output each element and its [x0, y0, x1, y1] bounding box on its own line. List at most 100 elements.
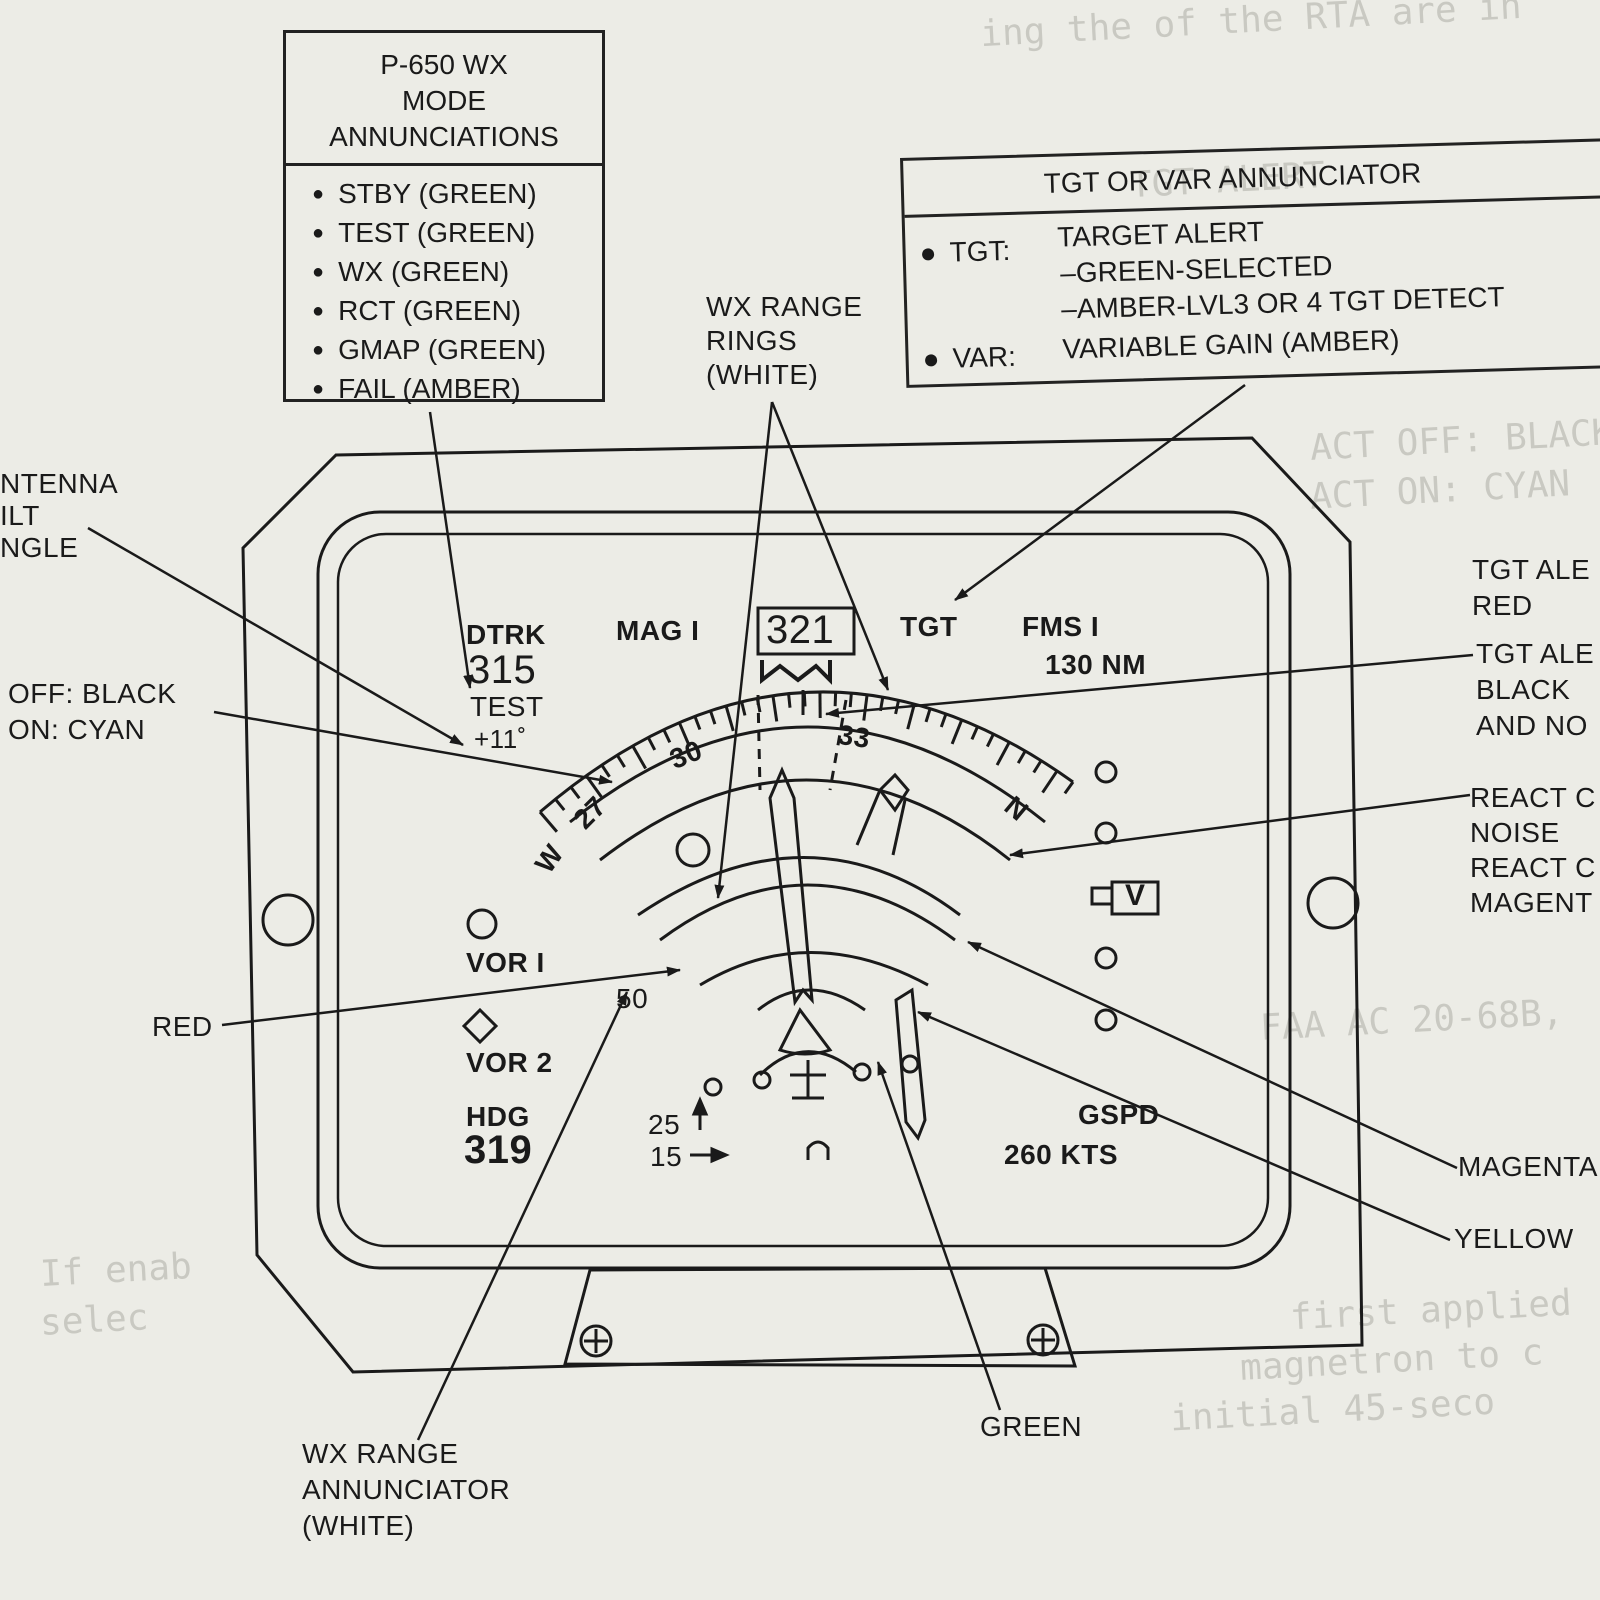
compass-tick [600, 764, 611, 778]
bearing-circle [675, 832, 711, 868]
compass-tick [724, 705, 735, 732]
leader-tgt [954, 383, 1246, 602]
compass-tick [1016, 750, 1027, 764]
callout-magenta: MAGENTA [1458, 1151, 1598, 1182]
compass-tick [906, 703, 916, 730]
leader-range-annunciator [416, 991, 629, 1441]
compass-tick [740, 701, 747, 716]
tgt-key: TGT: [949, 234, 1011, 268]
mode-item-wx: WX (GREEN) [312, 254, 602, 293]
alt-up-arrow-icon [691, 1096, 709, 1116]
compass-tick [538, 811, 559, 833]
leader-tilt [87, 526, 464, 747]
vor2-diamond-icon [461, 1007, 499, 1045]
compass-tick [771, 695, 779, 722]
hdg-value: 319 [464, 1128, 533, 1172]
callout-range-rings: WX RANGE RINGS (WHITE) [706, 291, 863, 390]
compass-tick [677, 722, 691, 748]
alt-right-arrow-icon [710, 1146, 730, 1164]
tgt-readout: TGT [900, 611, 958, 642]
compass-tick [662, 729, 672, 744]
right-dot-2 [1094, 821, 1118, 845]
heading-box-value: 321 [766, 608, 835, 652]
compass-tick [995, 741, 1011, 766]
compass-tick [693, 715, 702, 731]
compass-tick [631, 745, 647, 770]
bottom-tab [563, 1266, 1078, 1368]
mode-readout: TEST [470, 691, 544, 722]
leader-yellow [917, 1010, 1451, 1242]
compass-tick [615, 754, 626, 768]
callout-tgt-alert-red: TGT ALE RED [1472, 554, 1591, 621]
compass-tick [1041, 770, 1059, 794]
callout-off-on: OFF: BLACK ON: CYAN [8, 678, 177, 745]
callout-yellow: YELLOW [1454, 1223, 1574, 1254]
right-mount-hole [1306, 876, 1360, 930]
compass-tick [985, 733, 995, 748]
compass-tick [585, 774, 603, 798]
range-nm-readout: 130 NM [1045, 649, 1147, 680]
var-letter: V [1125, 879, 1146, 912]
vor1-label: VOR I [466, 947, 545, 978]
heading-box-frame [756, 606, 856, 656]
range-ring-3 [637, 856, 961, 917]
callout-react: REACT C NOISE REACT C MAGENT [1470, 782, 1596, 918]
leader-tgt-black [825, 653, 1474, 718]
var-lamp [1090, 886, 1114, 906]
fms-readout: FMS I [1022, 611, 1100, 642]
mag-readout: MAG I [616, 615, 700, 646]
compass-tick [1063, 781, 1075, 795]
range-ring-2 [599, 778, 1011, 862]
left-screw-icon [579, 1324, 613, 1358]
range-ring-5 [699, 951, 929, 987]
dtrk-value: 315 [468, 648, 537, 692]
callout-tgt-alert-black: TGT ALE BLACK AND NO [1476, 638, 1595, 741]
bezel-outline [241, 436, 1364, 1374]
screen-frame [336, 532, 1270, 1248]
callout-red: RED [152, 1011, 213, 1042]
leader-react [1009, 793, 1471, 859]
small-arch-icon [806, 1140, 830, 1160]
compass-tick [1032, 759, 1043, 774]
compass-arc [539, 690, 1074, 814]
leader-red [221, 966, 681, 1027]
mode-item-gmap: GMAP (GREEN) [312, 332, 602, 371]
mode-item-fail: FAIL (AMBER) [312, 371, 602, 410]
compass-tick [833, 692, 838, 707]
compass-tick [787, 693, 792, 708]
compass-tick [569, 786, 581, 800]
leader-off-on [213, 710, 613, 785]
right-screw-icon [1026, 1323, 1060, 1357]
heading-bug [760, 660, 832, 685]
leader-mode [428, 411, 474, 689]
var-key: VAR: [952, 340, 1017, 374]
compass-tick [554, 798, 566, 812]
compass-33: 33 [836, 718, 873, 755]
var-box [1110, 880, 1160, 916]
compass-tick [646, 736, 657, 751]
dot-left [752, 1070, 772, 1090]
dashed-track-left [756, 694, 762, 791]
alt-top: 25 [648, 1109, 681, 1140]
mode-item-stby: STBY (GREEN) [312, 176, 602, 215]
right-dot-4 [1094, 1008, 1118, 1032]
compass-ticks [538, 691, 1075, 833]
callout-range-annunciator: WX RANGE ANNUNCIATOR (WHITE) [302, 1438, 511, 1541]
aircraft-arc [758, 1050, 857, 1077]
compass-tick [939, 713, 948, 728]
compass-tick [924, 708, 932, 723]
course-arrow [768, 766, 814, 1007]
mode-annunciations-box: P-650 WX MODE ANNUNCIATIONS STBY (GREEN)… [283, 30, 605, 404]
bearing-tail-left [855, 789, 882, 846]
range-ring-1 [569, 725, 1046, 824]
compass-tick [848, 692, 853, 708]
dot-far-right [900, 1054, 920, 1074]
tgt-var-box: TGT OR VAR ANNUNCIATOR ● TGT: TARGET ALE… [900, 137, 1600, 388]
mode-item-test: TEST (GREEN) [312, 215, 602, 254]
callout-antenna-tilt: NTENNA ILT NGLE [0, 468, 119, 563]
gspd-label: GSPD [1078, 1099, 1160, 1130]
vor2-label: VOR 2 [466, 1047, 553, 1078]
dot-right [852, 1062, 872, 1082]
right-dot-1 [1094, 760, 1118, 784]
